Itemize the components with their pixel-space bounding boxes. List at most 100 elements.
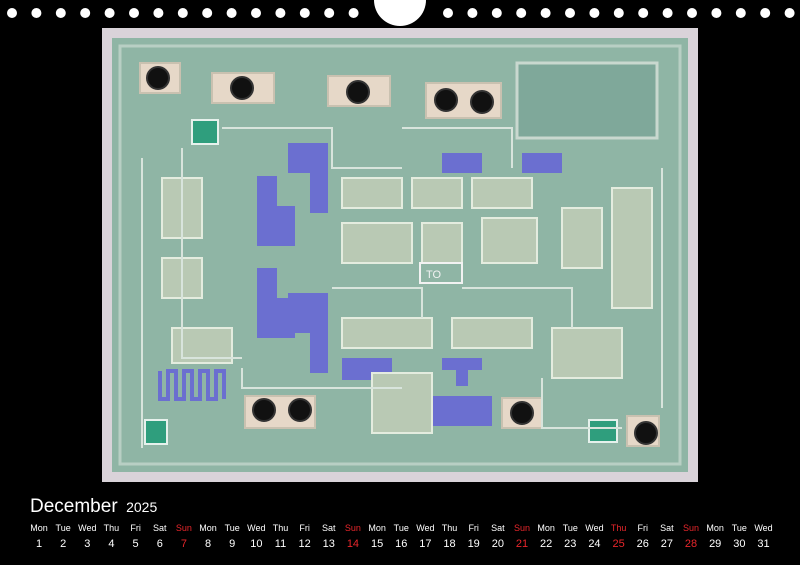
binding-hole [299,8,310,18]
binding-hole [443,8,453,18]
weekday-label: Tue [562,523,578,533]
binding-hole [760,8,771,18]
weekday-label: Wed [754,523,773,533]
weekday-label: Fri [299,523,310,533]
bond-ball [434,88,458,112]
weekday-label: Mon [368,523,386,533]
weekday-label: Tue [55,523,71,533]
day-number: 31 [757,538,770,550]
day-number: 19 [467,538,480,550]
binding-hole [589,8,600,18]
day-number: 17 [419,538,432,550]
binding-hole [153,8,164,18]
day-number: 18 [443,538,456,550]
weekday-label: Thu [610,523,627,533]
binding-hole [348,8,359,18]
weekday-label: Thu [272,523,289,533]
binding-hole [80,8,91,18]
day-number: 28 [684,538,698,550]
calendar-day: Sat 27 [655,522,679,551]
calendar-day: Tue 9 [220,522,244,551]
day-number: 27 [660,538,674,550]
bond-ball [634,421,658,445]
weekday-label: Wed [416,523,435,533]
binding-hole [516,8,527,18]
binding-hole [55,8,66,18]
binding-hole [129,8,139,18]
binding-hole [491,8,502,18]
hanger-cutout [374,0,426,26]
weekday-label: Sat [660,523,674,533]
binding-hole [7,8,17,18]
weekday-label: Tue [224,523,240,533]
day-number: 1 [35,538,43,550]
day-number: 11 [274,538,287,550]
bond-ball [146,66,170,90]
weekday-label: Fri [637,523,649,533]
binding-hole [31,8,42,18]
weekday-label: Fri [468,523,479,533]
weekday-label: Wed [78,523,97,533]
calendar-day: Fri 5 [124,522,148,551]
binding-hole [687,8,697,18]
day-number: 3 [84,538,91,550]
bond-ball [470,90,494,114]
weekday-label: Sun [513,523,530,533]
day-number: 4 [108,538,115,550]
weekday-label: Sun [344,523,361,533]
weekday-label: Sun [683,523,700,533]
day-number: 9 [229,538,236,550]
day-number: 2 [60,538,67,550]
binding-hole [565,8,575,18]
binding-hole [251,8,261,18]
calendar-day: Thu 11 [269,522,293,551]
binding-hole [275,8,286,18]
month-label: December [30,496,118,517]
calendar-header: December 2025 [30,496,157,518]
weekday-label: Mon [199,523,217,533]
binding-hole [540,8,551,18]
bond-ball [230,76,254,100]
calendar-day: Sat 13 [317,522,341,551]
binding-hole [638,8,649,18]
bond-ball [288,398,312,422]
bond-ball [510,401,534,425]
calendar-day: Fri 26 [631,522,655,551]
bond-ball [252,398,276,422]
weekday-label: Mon [30,523,48,533]
day-number: 5 [132,538,139,550]
binding-hole [226,8,237,18]
day-number: 10 [250,538,263,550]
weekday-label: Sat [322,523,336,533]
day-number: 8 [204,538,212,550]
calendar-day: Sun 28 [679,522,703,551]
day-number: 22 [540,538,553,550]
day-number: 20 [491,538,504,550]
day-number: 6 [156,538,163,550]
weekday-label: Fri [130,523,141,533]
day-number: 14 [346,538,360,550]
day-number: 7 [180,538,187,550]
calendar-day: Tue 2 [51,522,75,551]
day-number: 15 [370,538,384,550]
calendar-day: Wed 3 [75,522,99,551]
calendar-day: Sun 21 [510,522,534,551]
day-number: 26 [636,538,649,550]
day-number: 13 [322,538,335,550]
bond-ball [346,80,370,104]
binding-hole [613,8,624,18]
day-number: 21 [515,538,529,550]
weekday-label: Tue [393,523,409,533]
binding-hole [324,8,335,18]
calendar-day: Sun 14 [341,522,365,551]
binding-hole [177,8,188,18]
day-number: 23 [564,538,577,550]
calendar-day: Fri 19 [462,522,486,551]
